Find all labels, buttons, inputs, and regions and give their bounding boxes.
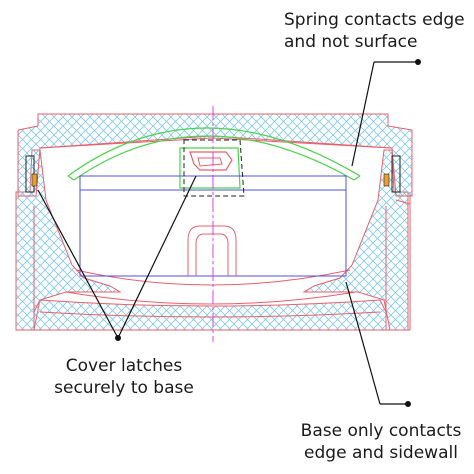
leader-lines — [37, 59, 421, 407]
base-right-wall — [302, 149, 409, 331]
base-outline — [15, 192, 411, 331]
cover-shell — [17, 113, 413, 197]
spring-end-right — [353, 175, 361, 181]
leader-spring-dot — [415, 59, 421, 65]
center-post-inner — [195, 233, 229, 276]
base-inner-floor-lower — [65, 291, 357, 305]
right-latch-marker — [383, 173, 390, 187]
spring-arc-outer — [67, 127, 361, 177]
latch-hook-inner — [197, 157, 223, 167]
spring-arc-inner — [73, 135, 355, 181]
label-cover-line-1: Cover latches — [65, 356, 183, 376]
base-bottom-channel — [39, 311, 381, 318]
leader-base-diag — [345, 281, 381, 405]
label-base-contacts: Base only contacts edge and sidewall — [292, 420, 470, 464]
spring-end-left — [67, 175, 75, 181]
base-part — [15, 149, 411, 331]
leader-cover-right — [117, 175, 197, 339]
spring-clip — [179, 147, 241, 189]
label-base-line-1: Base only contacts — [300, 421, 462, 441]
base-floor — [33, 299, 387, 331]
leader-spring-diag — [351, 61, 375, 167]
left-latch-marker — [31, 173, 38, 187]
leader-cover-dot — [115, 335, 121, 341]
label-spring-line-1: Spring contacts edge — [284, 10, 465, 30]
cover-part — [17, 113, 413, 197]
label-cover-latches: Cover latches securely to base — [34, 355, 214, 399]
base-inner-outline — [33, 206, 387, 330]
latch-dashed-box — [183, 139, 245, 197]
leader-base-dot — [405, 401, 411, 407]
label-cover-line-2: securely to base — [54, 378, 194, 398]
label-spring-line-2: and not surface — [284, 32, 418, 52]
center-post — [187, 225, 237, 276]
insert-part — [79, 175, 347, 277]
cover-left-latch-lip — [25, 155, 35, 193]
latch-hook — [189, 151, 233, 171]
label-spring-contacts: Spring contacts edge and not surface — [284, 9, 469, 53]
spring-part — [67, 127, 361, 189]
label-base-line-2: edge and sidewall — [304, 443, 458, 463]
insert-outline — [79, 175, 347, 277]
cover-right-latch-lip — [391, 155, 401, 193]
leader-cover-left — [37, 189, 119, 339]
base-inner-floor — [75, 269, 351, 286]
center-post-outline — [187, 225, 237, 276]
